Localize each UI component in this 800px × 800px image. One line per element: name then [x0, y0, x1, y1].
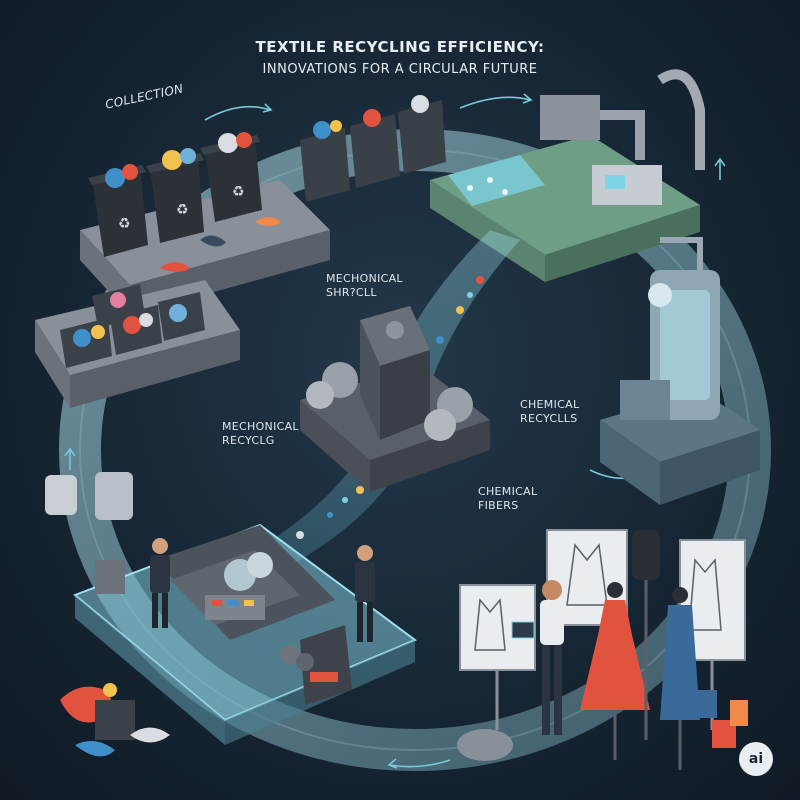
page-title: TEXTILE RECYCLING EFFICIENCY:: [255, 38, 545, 56]
dress-mannequin-icon: [459, 529, 748, 770]
recycle-icon: ♻: [118, 216, 131, 232]
storage-canisters: [45, 472, 133, 594]
shredder-icon: [300, 306, 490, 492]
sorting-machine-icon: [73, 523, 418, 745]
svg-text:♻: ♻: [232, 184, 245, 200]
stage-label-chemical-recycling: CHEMICAL RECYCLLS: [520, 398, 580, 425]
washing-station: [430, 69, 705, 282]
collection-station: ♻ ♻ ♻: [80, 132, 330, 315]
sorting-station: [35, 280, 240, 408]
stage-label-mechanical-recycling: MECHONICAL RECYCLG: [222, 420, 299, 447]
page-subtitle: INNOVATIONS FOR A CIRCULAR FUTURE: [262, 62, 538, 77]
textile-waste-pile: [60, 683, 513, 761]
ai-badge: ai: [739, 742, 773, 776]
stage-label-chemical-fibers: CHEMICAL FIBERS: [478, 485, 538, 512]
stage-label-mechanical-shred: MECHONICAL SHR?CLL: [326, 272, 403, 299]
chemical-reactor-icon: [600, 237, 760, 505]
worker-figure: [150, 538, 375, 642]
svg-text:♻: ♻: [176, 202, 189, 218]
sorted-bins: [300, 95, 446, 202]
